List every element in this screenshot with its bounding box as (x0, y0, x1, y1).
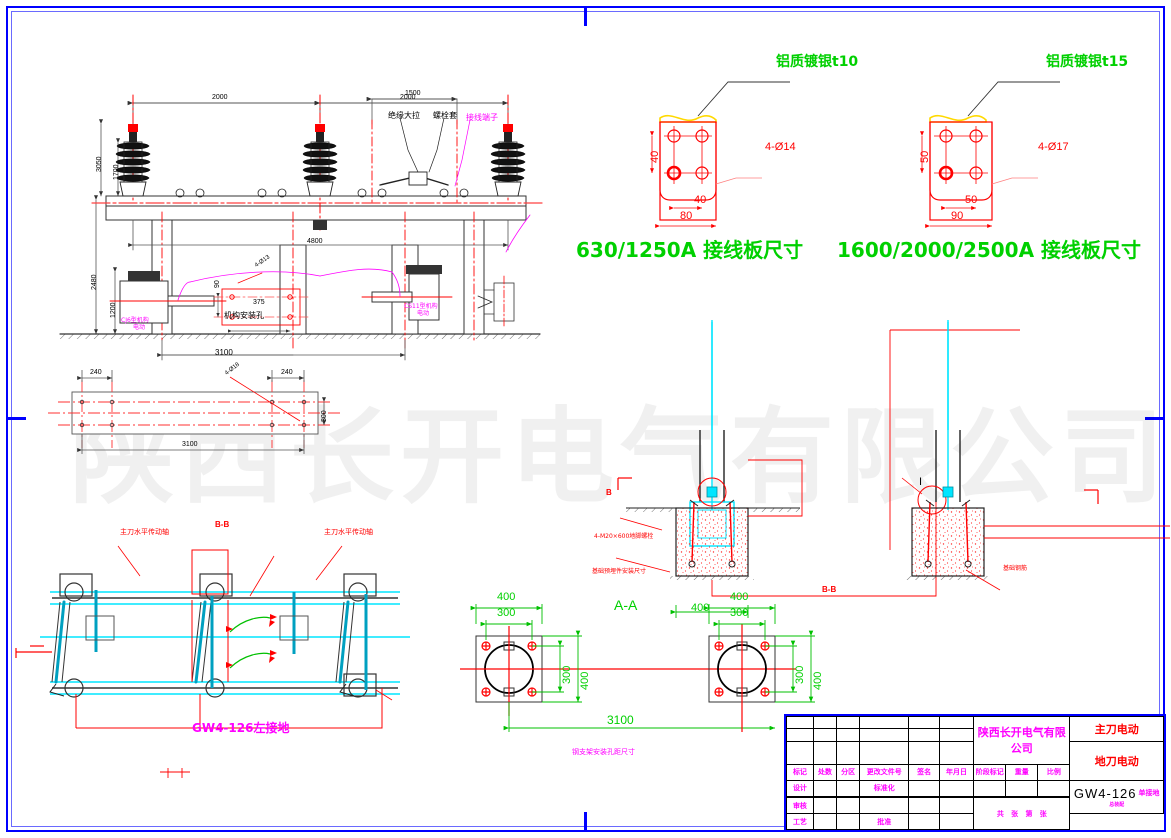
shaft-label-right: 主刀水平传动轴 (324, 528, 373, 536)
dim-ground-height: 2480 (91, 274, 98, 290)
topview-dim-length: 3100 (182, 441, 198, 448)
callout-bolt-sleeve: 螺栓套 (433, 111, 457, 120)
row2-label: 审核 (786, 797, 814, 814)
dim-frame-width: 4800 (307, 238, 323, 245)
dim-mech-mount-h: 90 (214, 280, 221, 288)
topview-dim-right: 240 (281, 369, 293, 376)
dim-phase-span-left: 2000 (212, 94, 228, 101)
tick-bottom-center (584, 812, 587, 832)
rev-header-5: 年月日 (938, 763, 975, 781)
topview-dim-depth: 300 (321, 410, 328, 422)
row3-label-2: 批准 (859, 813, 910, 830)
row2-label-2 (859, 797, 910, 814)
pad-plan-caption: 钢支架安装孔距尺寸 (572, 748, 635, 756)
left-plate-caption: 630/1250A 接线板尺寸 (576, 238, 804, 262)
dim-total-height: 3050 (96, 156, 103, 172)
drawing-code-cell: GW4-126 单接地 总装配 (1069, 779, 1164, 815)
pad-left-dim-outer: 400 (497, 591, 516, 603)
company-name-cell: 陕西长开电气有限公司 (973, 716, 1071, 765)
drawing-code-sub: 总装配 (1109, 801, 1125, 808)
dim-400-foundation: 400 (691, 602, 710, 614)
pad-left-dim-v-inner: 300 (561, 665, 573, 684)
dim-mech-height: 1200 (110, 302, 117, 318)
stage-header-0: 阶段标记 (973, 763, 1007, 781)
rev-header-2: 分区 (836, 763, 861, 781)
title-block: 陕西长开电气有限公司 主刀电动 地刀电动 标记 处数 分区 更改文件号 签名 年… (784, 714, 1166, 832)
right-plate-hole-spec: 4-Ø17 (1038, 141, 1069, 153)
dim-phase-span-right: 2000 (400, 94, 416, 101)
tick-right-middle (1145, 417, 1165, 420)
dim-insulator-height: 1700 (113, 164, 120, 180)
callout-mech-mount: 机构安装孔 (224, 311, 264, 320)
left-plate-dim-height: 40 (649, 150, 661, 163)
stage-header-2: 比例 (1037, 763, 1071, 781)
left-plate-hole-spec: 4-Ø14 (765, 141, 796, 153)
right-plate-material-note: 铝质镀银t15 (1046, 54, 1129, 70)
pad-right-dim-v-outer: 400 (812, 671, 824, 690)
section-mark-bb-right: B-B (822, 585, 837, 594)
label-mech-left: CJ6型机构 (121, 317, 149, 324)
pad-right-dim-inner: 300 (730, 607, 749, 619)
embedded-part-note: 基础预埋件安装尺寸 (592, 568, 647, 575)
rebar-note: 基础钢筋 (1003, 565, 1028, 572)
rev-header-4: 签名 (908, 763, 940, 781)
right-plate-dim-outer: 90 (951, 210, 964, 222)
callout-pull-rod: 绝缘大拉 (388, 111, 420, 120)
drive-view-caption: GW4-126左接地 (192, 721, 290, 735)
rev-header-0: 标记 (786, 763, 814, 781)
pad-right-dim-v-inner: 300 (794, 665, 806, 684)
right-plate-dim-inner: 50 (965, 194, 978, 206)
pad-left-dim-v-outer: 400 (579, 671, 591, 690)
left-plate-dim-outer: 80 (680, 210, 693, 222)
label-mech-left-2: 电动 (133, 324, 146, 331)
rev-header-1: 处数 (812, 763, 838, 781)
sheet-count-cell: 共 张 第 张 (973, 797, 1071, 830)
shaft-label-left: 主刀水平传动轴 (120, 528, 169, 536)
section-label-aa: A-A (614, 597, 638, 613)
right-plate-caption: 1600/2000/2500A 接线板尺寸 (837, 238, 1142, 262)
pad-right-dim-outer: 400 (730, 591, 749, 603)
callout-terminal: 接线端子 (466, 113, 498, 122)
sheet-count-3: 张 (1039, 809, 1047, 818)
dim-terminal-span: 1500 (405, 90, 421, 97)
row0-label-2: 标准化 (859, 779, 910, 797)
left-plate-material-note: 铝质镀银t10 (776, 54, 859, 70)
right-plate-dim-height: 50 (919, 150, 931, 163)
left-plate-dim-inner: 40 (694, 194, 707, 206)
product-line-2: 地刀电动 (1069, 740, 1164, 781)
sheet-count-0: 共 (996, 809, 1004, 818)
topview-dim-left: 240 (90, 369, 102, 376)
section-arrow-b-left: B (606, 488, 612, 497)
label-mech-right: CS11型机构 (404, 303, 438, 310)
pad-span-dim: 3100 (607, 713, 634, 727)
row0-label: 设计 (786, 779, 814, 797)
anchor-bolt-note: 4-M20×600地脚螺栓 (594, 533, 654, 540)
row3-label: 工艺 (786, 813, 814, 830)
drive-section-mark: B-B (215, 520, 230, 529)
drawing-code-suffix: 单接地 (1138, 789, 1160, 798)
tick-top-center (584, 6, 587, 26)
stage-header-1: 重量 (1005, 763, 1039, 781)
drawing-code: GW4-126 (1073, 785, 1137, 801)
sheet-count-2: 第 (1025, 809, 1033, 818)
product-line-1: 主刀电动 (1069, 716, 1164, 742)
dim-base-span: 3100 (215, 348, 233, 357)
pad-left-dim-inner: 300 (497, 607, 516, 619)
detail-mark-I: I (919, 476, 923, 488)
dim-mech-mount-w: 375 (253, 299, 265, 306)
label-mech-right-2: 电动 (417, 310, 430, 317)
sheet-count-1: 张 (1011, 809, 1019, 818)
row1-label-2 (859, 795, 910, 799)
rev-header-3: 更改文件号 (859, 763, 910, 781)
tick-left-middle (6, 417, 26, 420)
